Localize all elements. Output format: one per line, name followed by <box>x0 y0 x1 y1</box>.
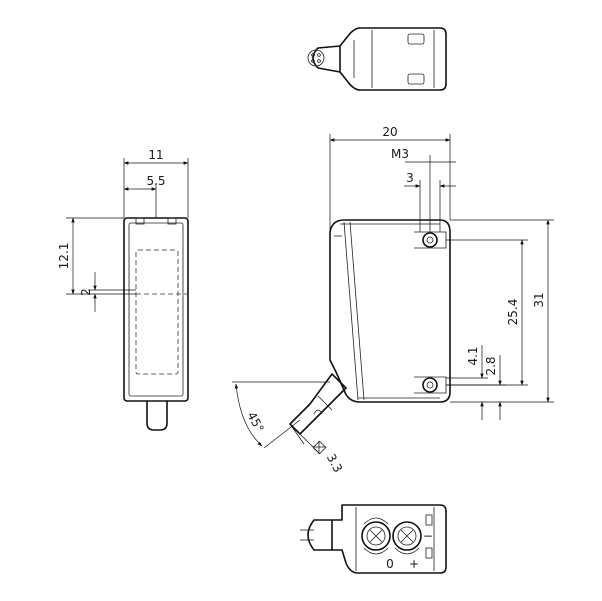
front-view <box>123 217 189 431</box>
bottom-view <box>300 504 447 574</box>
dim-side-width: 20 <box>382 125 397 139</box>
dim-cable-angle: 45° <box>244 409 266 434</box>
plus-label: + <box>409 557 419 571</box>
front-dimensions: 11 5.5 12.1 2 <box>57 148 189 312</box>
dim-hole-spacing: 25.4 <box>506 299 520 326</box>
dim-cable-size: 3.3 <box>324 451 345 474</box>
side-view <box>289 219 451 435</box>
dim-lower-hole-a: 4.1 <box>466 346 480 365</box>
minus-label: − <box>423 529 433 543</box>
zero-label: 0 <box>386 557 394 571</box>
dim-lower-hole-b: 2.8 <box>484 356 498 375</box>
dim-hole-offset: 3 <box>406 171 414 185</box>
terminal-labels: − + 0 <box>386 529 433 571</box>
top-view <box>307 27 447 91</box>
dim-front-width: 11 <box>148 148 163 162</box>
dim-front-spot-offset: 2 <box>79 288 93 296</box>
dim-thread: M3 <box>391 147 409 161</box>
side-dimensions: 20 M3 3 31 25.4 4.1 2.8 45° <box>232 125 554 475</box>
dim-height: 31 <box>532 292 546 307</box>
dim-front-half-width: 5.5 <box>146 174 165 188</box>
dim-front-height-upper: 12.1 <box>57 243 71 270</box>
